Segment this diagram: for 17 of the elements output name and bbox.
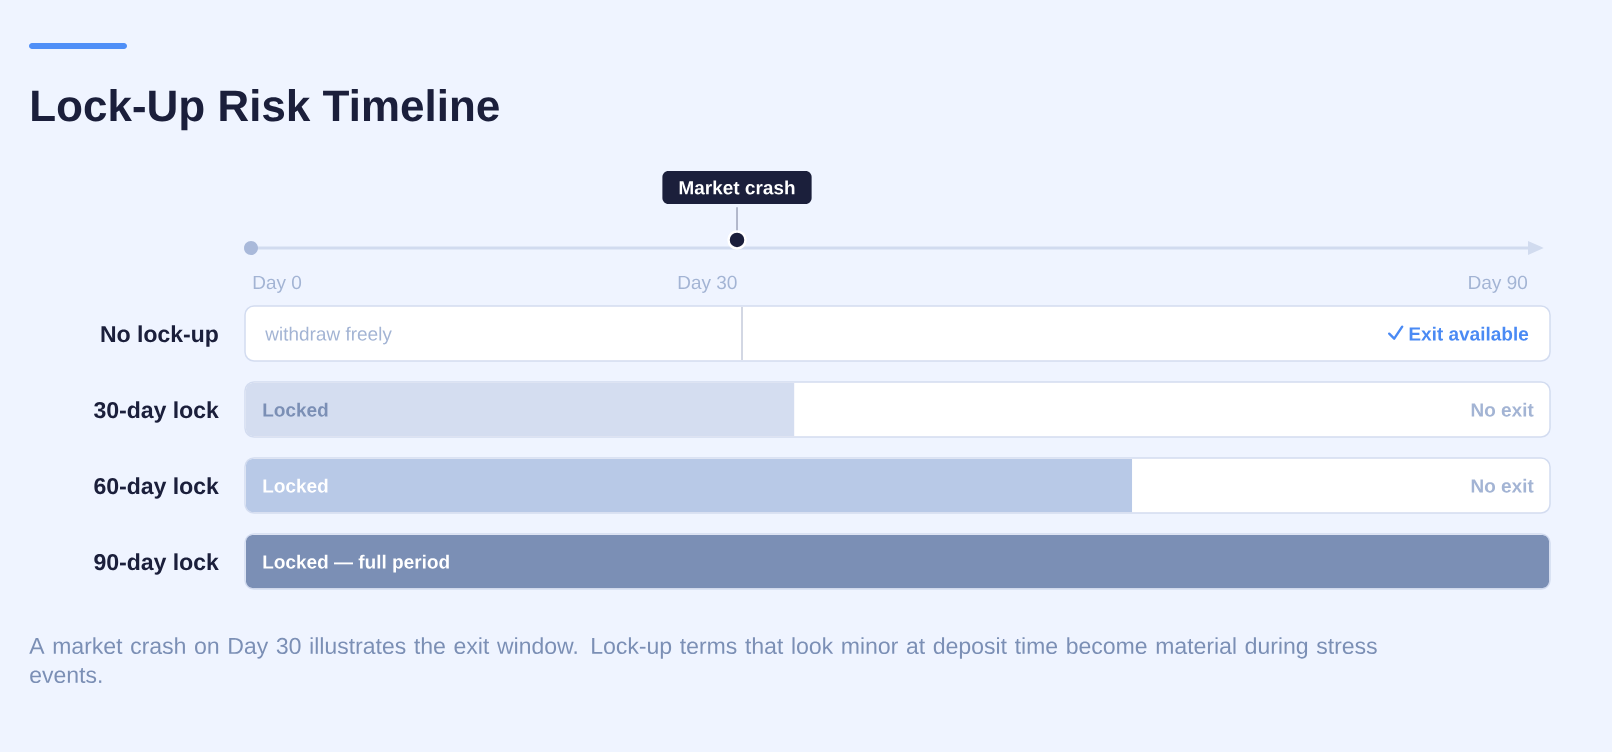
event-dot bbox=[727, 230, 747, 250]
row-label: 30-day lock bbox=[94, 401, 219, 423]
title: Lock-Up Risk Timeline bbox=[32, 89, 499, 131]
bar-text: withdraw freely bbox=[265, 326, 392, 345]
status-text: No exit bbox=[1471, 478, 1534, 493]
tick-label: Day 30 bbox=[678, 275, 737, 293]
row-label: 90-day lock bbox=[94, 553, 219, 575]
leader-line bbox=[736, 206, 738, 231]
status-text: Exit available bbox=[1409, 326, 1529, 341]
locked-segment: Locked bbox=[245, 382, 795, 437]
status-text: No exit bbox=[1471, 402, 1534, 417]
caption: A market crash on Day 30 illustrates the exit window. Lock-up terms that look minor at deposit time become material during stress events. bbox=[29, 637, 1377, 684]
locked-segment: Locked — full period bbox=[245, 534, 1550, 589]
row-label: 60-day lock bbox=[94, 477, 219, 499]
locked-segment: Locked bbox=[245, 458, 1133, 513]
event-callout: Market crash bbox=[662, 171, 812, 204]
row-label: No lock-up bbox=[101, 325, 218, 347]
